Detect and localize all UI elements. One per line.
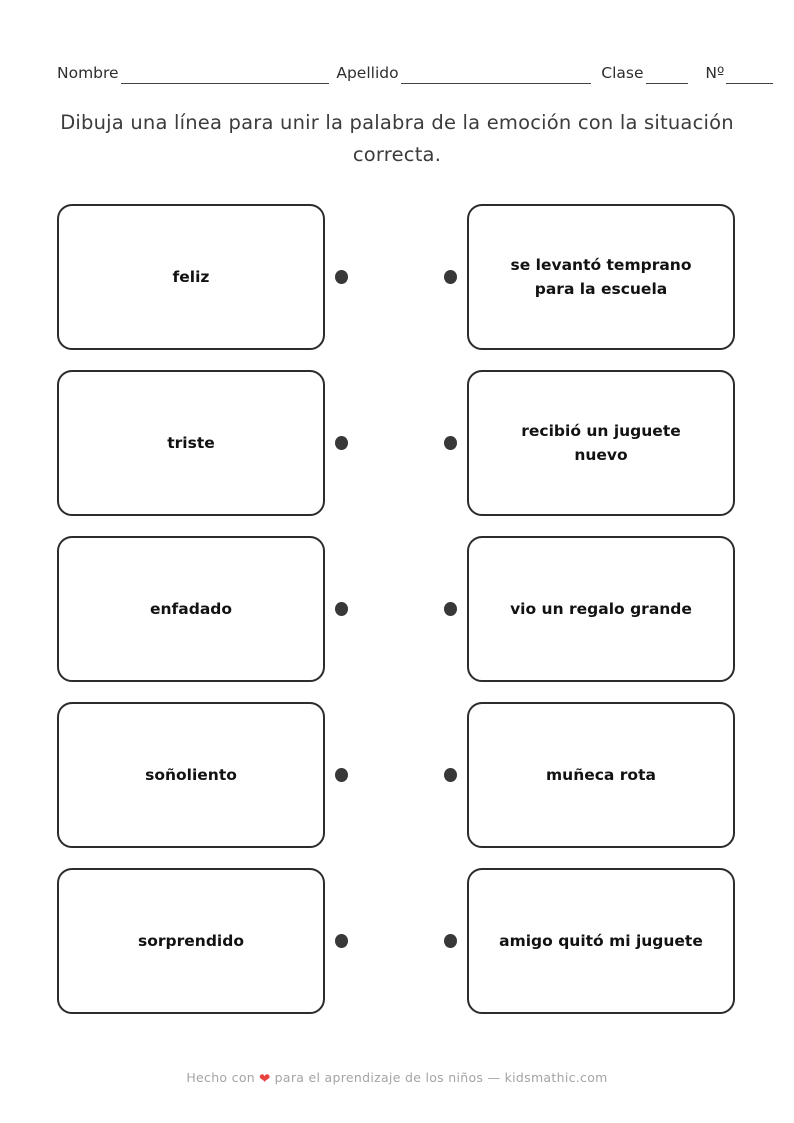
connector-dot-left[interactable]: [335, 768, 348, 782]
emotion-card-sonoliento[interactable]: soñoliento: [57, 702, 325, 848]
apellido-label: Apellido: [336, 64, 399, 82]
footer-credit: Hecho con ❤para el aprendizaje de los niñ…: [0, 1069, 794, 1088]
numero-label: Nº: [705, 64, 725, 82]
emotion-label: soñoliento: [145, 766, 237, 784]
connector-area: [325, 702, 467, 848]
connector-area: [325, 536, 467, 682]
footer-credit-text: para el aprendizaje de los niños — kidsm…: [274, 1070, 608, 1085]
situation-label: amigo quitó mi juguete: [499, 932, 703, 950]
connector-dot-left[interactable]: [335, 602, 348, 616]
connector-dot-right[interactable]: [444, 602, 457, 616]
situation-card-regalo-grande[interactable]: vio un regalo grande: [467, 536, 735, 682]
nombre-input-line[interactable]: [120, 63, 330, 84]
matching-exercise: feliz se levantó temprano para la escuel…: [57, 204, 735, 1014]
connector-dot-left[interactable]: [335, 270, 348, 284]
heart-icon: ❤: [259, 1071, 271, 1087]
connector-dot-right[interactable]: [444, 768, 457, 782]
apellido-input-line[interactable]: [400, 63, 592, 84]
emotion-label: enfadado: [149, 600, 233, 618]
connector-dot-right[interactable]: [444, 270, 457, 284]
emotion-label: sorprendido: [138, 932, 244, 950]
emotion-card-feliz[interactable]: feliz: [57, 204, 325, 350]
footer-made-with-text: Hecho con: [186, 1070, 255, 1085]
situation-card-escuela[interactable]: se levantó temprano para la escuela: [467, 204, 735, 350]
emotion-label: triste: [167, 434, 215, 452]
header-fill-in-row: Nombre Apellido Clase Nº: [57, 63, 773, 84]
match-row-3: enfadado vio un regalo grande: [57, 536, 735, 682]
match-row-2: triste recibió un juguete nuevo: [57, 370, 735, 516]
worksheet-instructions: Dibuja una línea para unir la palabra de…: [60, 111, 734, 166]
situation-card-juguete-nuevo[interactable]: recibió un juguete nuevo: [467, 370, 735, 516]
connector-dot-right[interactable]: [444, 436, 457, 450]
clase-input-line[interactable]: [645, 63, 689, 84]
nombre-label: Nombre: [57, 64, 119, 82]
connector-dot-left[interactable]: [335, 934, 348, 948]
emotion-card-sorprendido[interactable]: sorprendido: [57, 868, 325, 1014]
situation-label: vio un regalo grande: [510, 600, 692, 618]
connector-area: [325, 868, 467, 1014]
situation-label: se levantó temprano para la escuela: [510, 256, 692, 298]
match-row-1: feliz se levantó temprano para la escuel…: [57, 204, 735, 350]
emotion-label: feliz: [172, 268, 210, 286]
connector-area: [325, 204, 467, 350]
situation-card-muneca-rota[interactable]: muñeca rota: [467, 702, 735, 848]
emotion-card-enfadado[interactable]: enfadado: [57, 536, 325, 682]
match-row-5: sorprendido amigo quitó mi juguete: [57, 868, 735, 1014]
connector-area: [325, 370, 467, 516]
match-row-4: soñoliento muñeca rota: [57, 702, 735, 848]
connector-dot-left[interactable]: [335, 436, 348, 450]
clase-label: Clase: [601, 64, 644, 82]
situation-card-quito-juguete[interactable]: amigo quitó mi juguete: [467, 868, 735, 1014]
situation-label: recibió un juguete nuevo: [521, 422, 681, 464]
connector-dot-right[interactable]: [444, 934, 457, 948]
numero-input-line[interactable]: [726, 63, 773, 84]
situation-label: muñeca rota: [546, 766, 656, 784]
emotion-card-triste[interactable]: triste: [57, 370, 325, 516]
